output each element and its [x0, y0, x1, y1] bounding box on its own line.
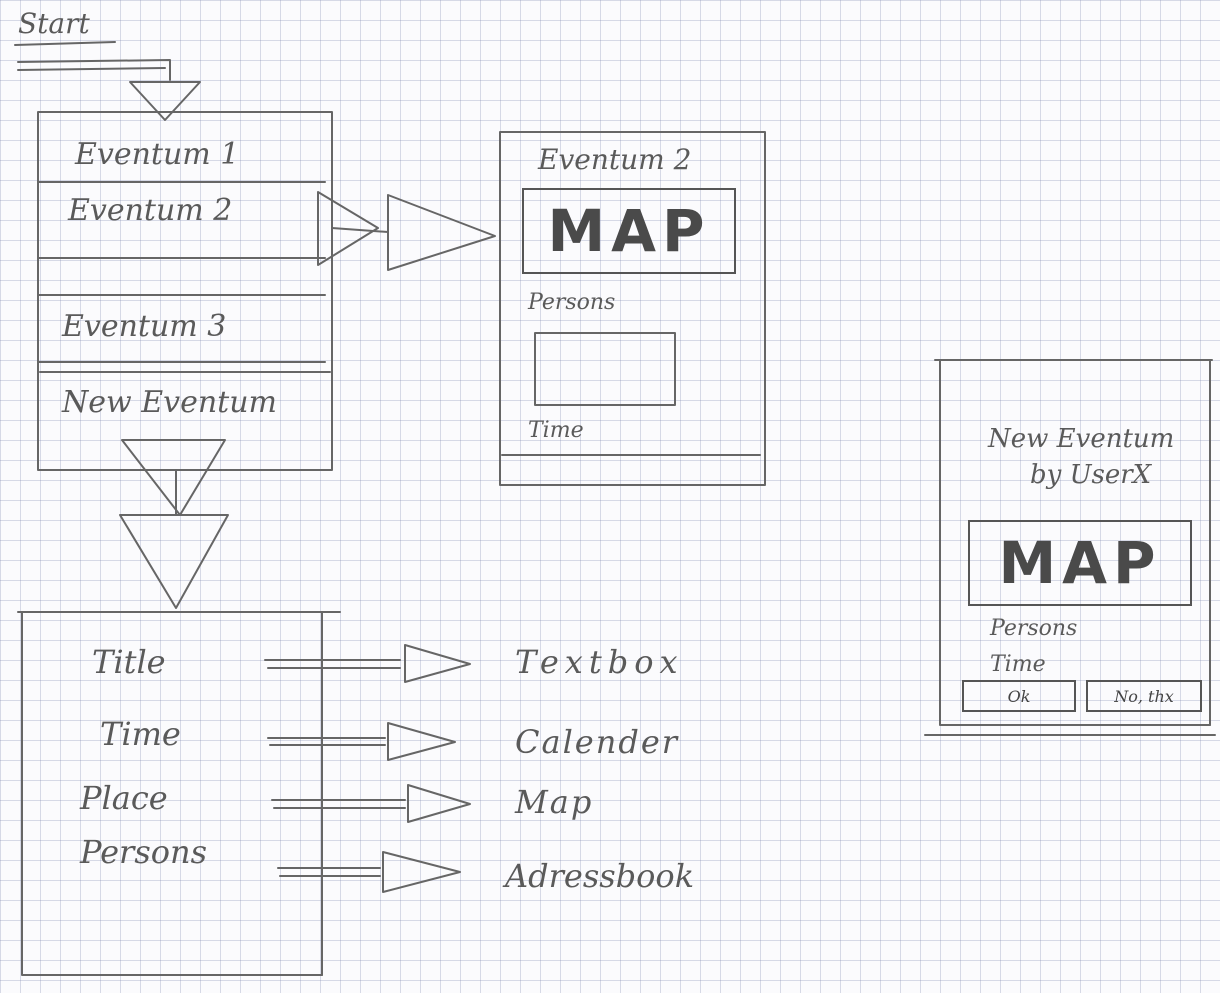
event-detail-map[interactable]: MAP	[522, 188, 736, 274]
invite-ok-button[interactable]: Ok	[962, 680, 1076, 712]
event-list-item-3[interactable]: Eventum 3	[62, 309, 227, 344]
event-list-item-2[interactable]: Eventum 2	[68, 193, 233, 228]
invite-no-thanks-button[interactable]: No, thx	[1086, 680, 1202, 712]
new-event-button[interactable]: New Eventum	[62, 385, 277, 420]
invite-time-label: Time	[990, 652, 1046, 677]
invite-title-line2: by UserX	[1030, 460, 1152, 490]
invite-map[interactable]: MAP	[968, 520, 1192, 606]
form-field-place: Place	[80, 779, 168, 817]
event-detail-persons-label: Persons	[528, 290, 616, 315]
invite-title-line1: New Eventum	[988, 424, 1175, 454]
form-field-persons: Persons	[80, 833, 208, 871]
start-arrow	[129, 81, 201, 121]
field-target-adressbook: Adressbook	[505, 857, 695, 895]
no-thanks-label: No, thx	[1114, 686, 1174, 706]
event-detail-title: Eventum 2	[538, 143, 692, 176]
field-target-calender: Calender	[515, 723, 680, 761]
field-target-textbox: Textbox	[515, 643, 684, 681]
map-label: MAP	[547, 197, 711, 265]
start-label: Start	[18, 7, 90, 40]
field-arrows	[264, 644, 471, 893]
invite-map-label: MAP	[998, 529, 1162, 597]
invite-persons-label: Persons	[990, 616, 1078, 641]
field-target-map: Map	[515, 783, 594, 821]
form-field-time: Time	[100, 715, 181, 753]
event-list-item-1[interactable]: Eventum 1	[75, 137, 240, 172]
ok-label: Ok	[1007, 686, 1031, 706]
event-detail-time-label: Time	[528, 418, 584, 443]
form-field-title: Title	[92, 643, 166, 681]
